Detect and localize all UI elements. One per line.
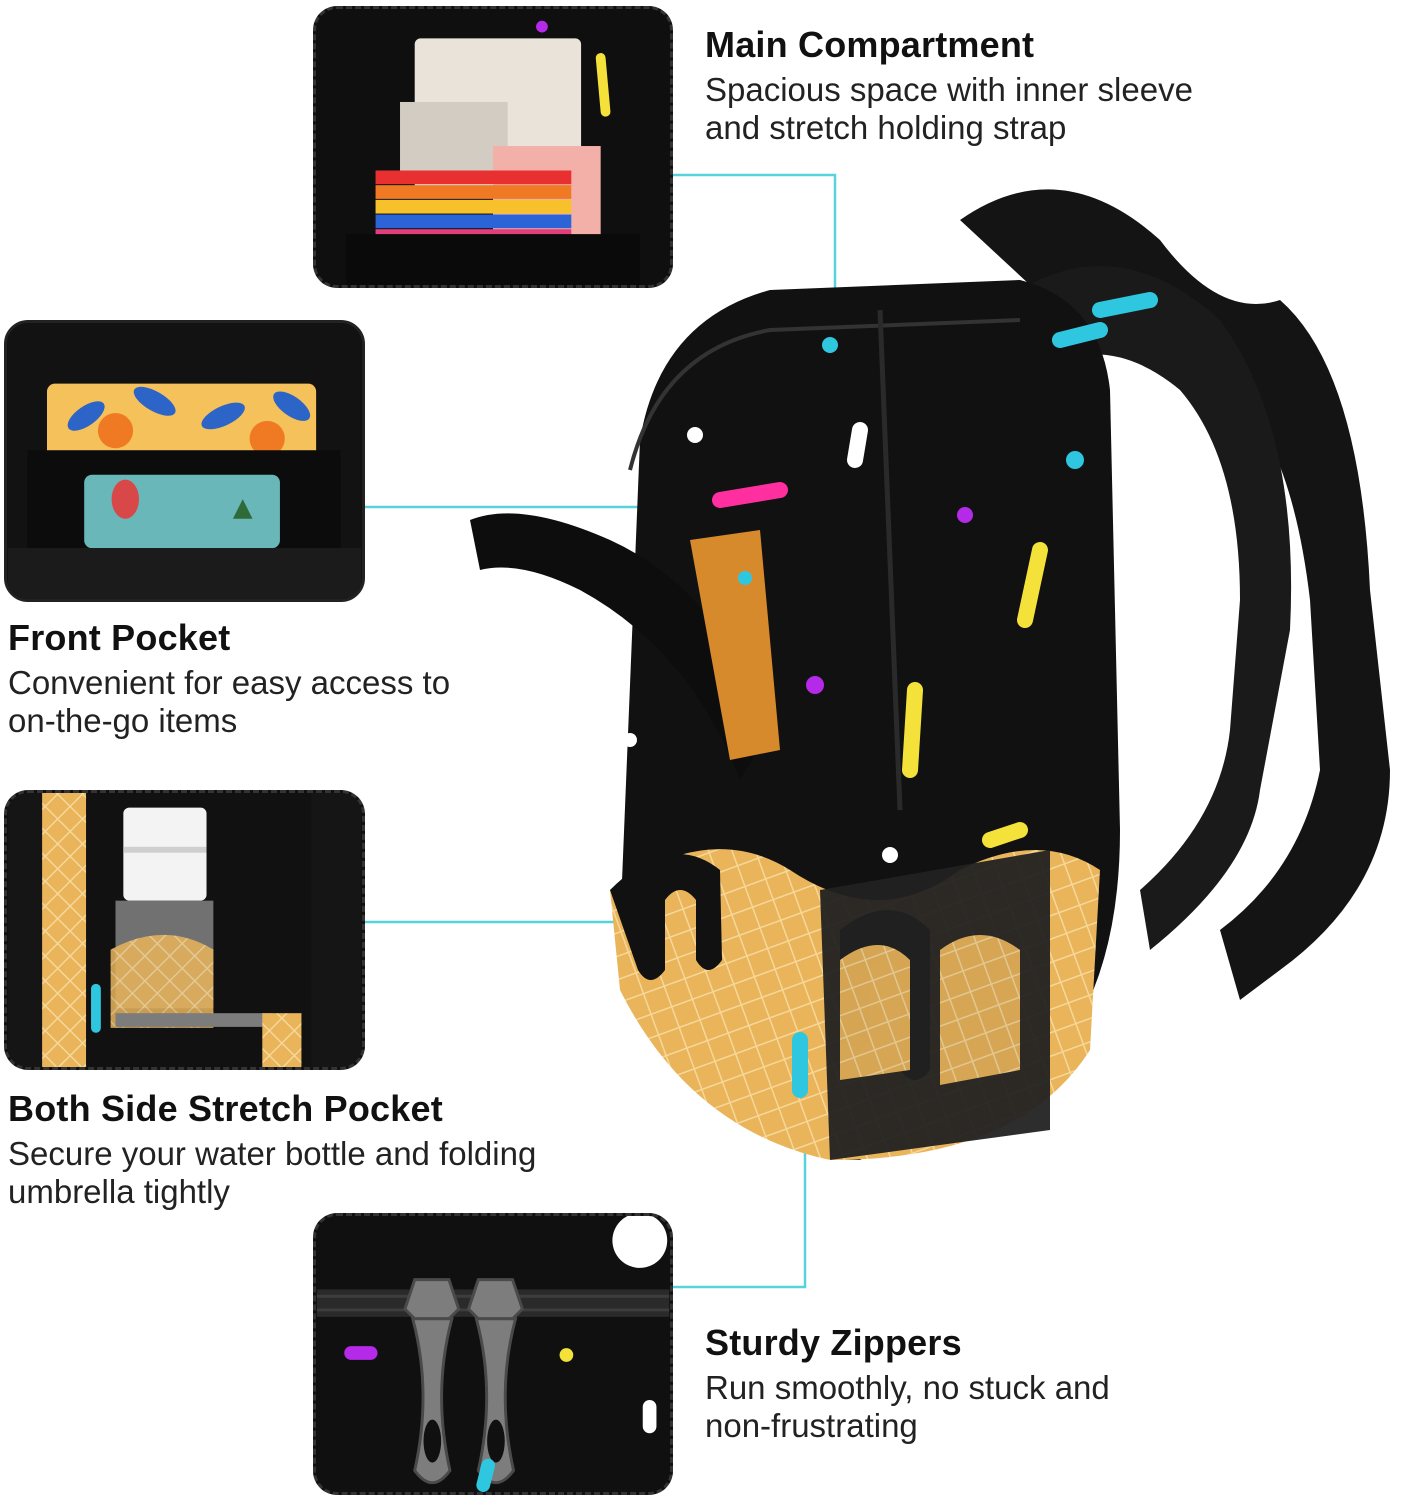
front-pocket-desc: Convenient for easy access to on-the-go … [8,664,450,740]
side-pocket-photo [4,790,365,1070]
front-pocket-desc-line2: on-the-go items [8,702,238,740]
zippers-title: Sturdy Zippers [705,1322,962,1363]
main-compartment-desc-line2: and stretch holding strap [705,109,1067,147]
zippers-text: Sturdy Zippers Run smoothly, no stuck an… [705,1322,1110,1445]
zippers-photo [313,1213,673,1495]
zippers-desc-line2: non-frustrating [705,1407,918,1445]
front-pocket-photo [4,320,365,602]
main-compartment-title: Main Compartment [705,24,1035,65]
main-compartment-desc: Spacious space with inner sleeve and str… [705,71,1193,147]
side-pocket-text: Both Side Stretch Pocket Secure your wat… [8,1088,536,1211]
main-compartment-desc-line1: Spacious space with inner sleeve [705,71,1193,109]
side-pocket-desc-line2: umbrella tightly [8,1173,230,1211]
front-pocket-title: Front Pocket [8,617,231,658]
main-compartment-photo [313,6,673,288]
backpack-image [460,170,1410,1170]
side-pocket-desc-line1: Secure your water bottle and folding [8,1135,537,1173]
side-pocket-desc: Secure your water bottle and folding umb… [8,1135,536,1211]
zippers-desc: Run smoothly, no stuck and non-frustrati… [705,1369,1110,1445]
side-pocket-title: Both Side Stretch Pocket [8,1088,443,1129]
main-compartment-text: Main Compartment Spacious space with inn… [705,24,1193,147]
front-pocket-text: Front Pocket Convenient for easy access … [8,617,450,740]
front-pocket-desc-line1: Convenient for easy access to [8,664,451,702]
zippers-desc-line1: Run smoothly, no stuck and [705,1369,1110,1407]
